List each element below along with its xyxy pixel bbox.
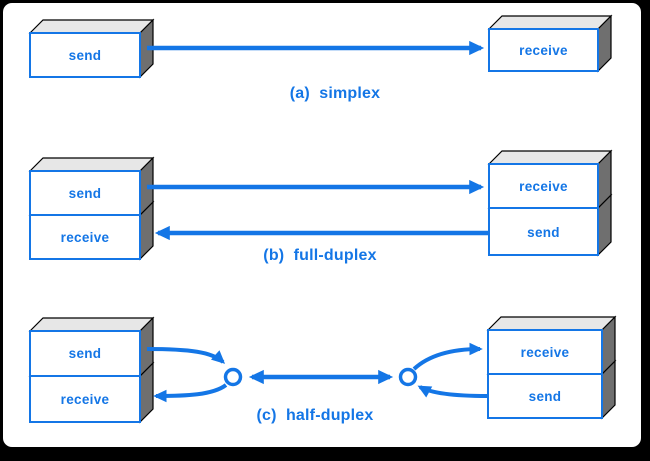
box-top-face: [487, 15, 613, 30]
section-half-duplex: send receive receive send (c) half-duple…: [28, 315, 617, 424]
junction-node-left: [223, 367, 243, 387]
caption-simplex: (a) simplex: [290, 85, 380, 102]
box-cell-label: send: [69, 48, 102, 63]
box-cell-label: receive: [519, 179, 568, 194]
box-front-face: [487, 329, 603, 375]
box-front-face: [488, 207, 599, 256]
box-top-face: [28, 19, 155, 34]
box-cell-label: send: [527, 225, 560, 240]
station-box-right-half-duplex: receive send: [486, 315, 617, 420]
box-front-face: [29, 170, 141, 216]
section-simplex: send receive (a) simplex: [28, 14, 613, 102]
box-top-face: [487, 150, 613, 165]
box-front-face: [488, 163, 599, 209]
junction-node-right: [398, 367, 418, 387]
receiver-box-simplex: receive: [487, 14, 613, 73]
box-front-face: [29, 330, 141, 377]
station-box-left-full-duplex: send receive: [28, 156, 155, 261]
curve-junction-to-receive-right: [412, 342, 483, 371]
station-box-right-full-duplex: receive send: [487, 149, 613, 257]
curve-send-to-junction-right: [417, 385, 488, 398]
box-cell-label: send: [69, 186, 102, 201]
curve-junction-to-receive-left: [153, 383, 228, 403]
box-top-face: [486, 316, 617, 331]
sender-box-simplex: send: [28, 18, 155, 79]
box-cell-label: receive: [61, 392, 110, 407]
box-top-face: [28, 317, 155, 332]
box-cell-label: send: [69, 346, 102, 361]
section-full-duplex: send receive receive send (b) full-duple…: [28, 149, 613, 264]
box-front-face: [488, 28, 599, 72]
inner-card: [3, 3, 641, 447]
box-cell-label: send: [529, 389, 562, 404]
caption-full-duplex: (b) full-duplex: [263, 247, 376, 264]
box-cell-label: receive: [61, 230, 110, 245]
box-front-face: [29, 375, 141, 423]
curve-send-to-junction-left: [146, 347, 226, 364]
box-top-face: [28, 157, 155, 172]
station-box-left-half-duplex: send receive: [28, 316, 155, 424]
caption-half-duplex: (c) half-duplex: [257, 407, 374, 424]
box-front-face: [29, 32, 141, 78]
box-cell-label: receive: [521, 345, 570, 360]
box-cell-label: receive: [519, 43, 568, 58]
